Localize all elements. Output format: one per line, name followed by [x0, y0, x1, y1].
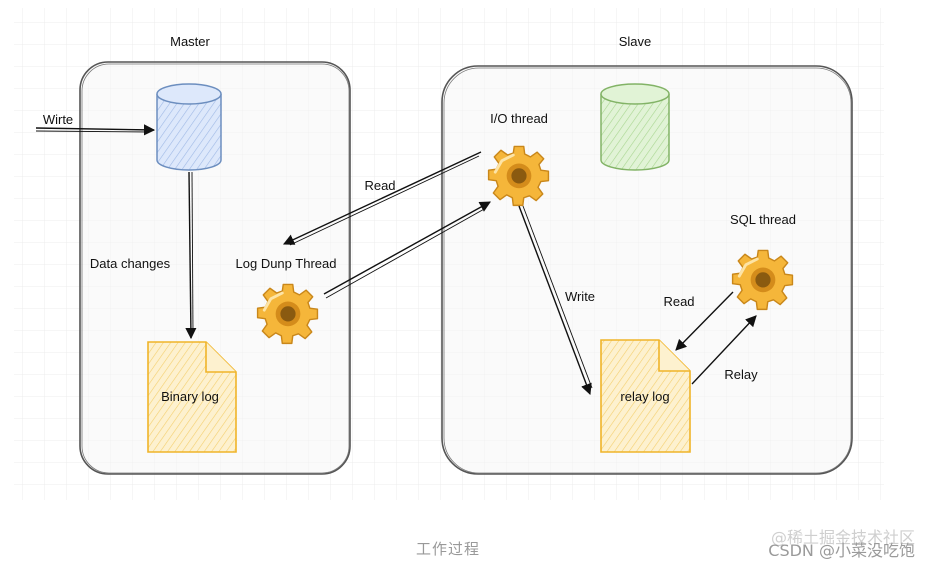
sql-thread-gear-icon: [731, 249, 794, 311]
watermark-csdn: CSDN @小菜没吃饱: [768, 541, 915, 560]
sql-thread-label: SQL thread: [730, 212, 796, 227]
data-changes-arrow: [185, 171, 197, 340]
figure-caption: 工作过程: [416, 540, 480, 558]
log-dump-thread-gear-icon: [256, 283, 319, 345]
io-write-arrow: [518, 205, 593, 396]
master-database-icon: [156, 83, 222, 171]
binary-log-file-icon: [147, 341, 237, 453]
master-title: Master: [170, 34, 210, 49]
relay-log-file-icon: [600, 339, 691, 453]
relay-label: Relay: [724, 367, 758, 382]
slave-title: Slave: [619, 34, 652, 49]
binary-log-label: Binary log: [161, 389, 219, 404]
io-thread-gear-icon: [487, 145, 550, 207]
io-thread-label: I/O thread: [490, 111, 548, 126]
watermark-juejin: @稀土掘金技术社区: [771, 528, 915, 547]
slave-container: [441, 65, 853, 475]
sql-read-arrow: [675, 291, 734, 351]
data-changes-label: Data changes: [90, 256, 171, 271]
read-label: Read: [364, 178, 395, 193]
io-write-label: Write: [565, 289, 595, 304]
write-arrow: [35, 124, 156, 136]
dump-to-io-arrow: [323, 201, 491, 299]
relay-arrow: [691, 315, 757, 385]
log-dump-thread-label: Log Dunp Thread: [236, 256, 337, 271]
sql-read-label: Read: [663, 294, 694, 309]
slave-database-icon: [600, 83, 670, 171]
relay-log-label: relay log: [620, 389, 669, 404]
read-arrow: [282, 151, 482, 246]
write-label: Wirte: [43, 112, 73, 127]
